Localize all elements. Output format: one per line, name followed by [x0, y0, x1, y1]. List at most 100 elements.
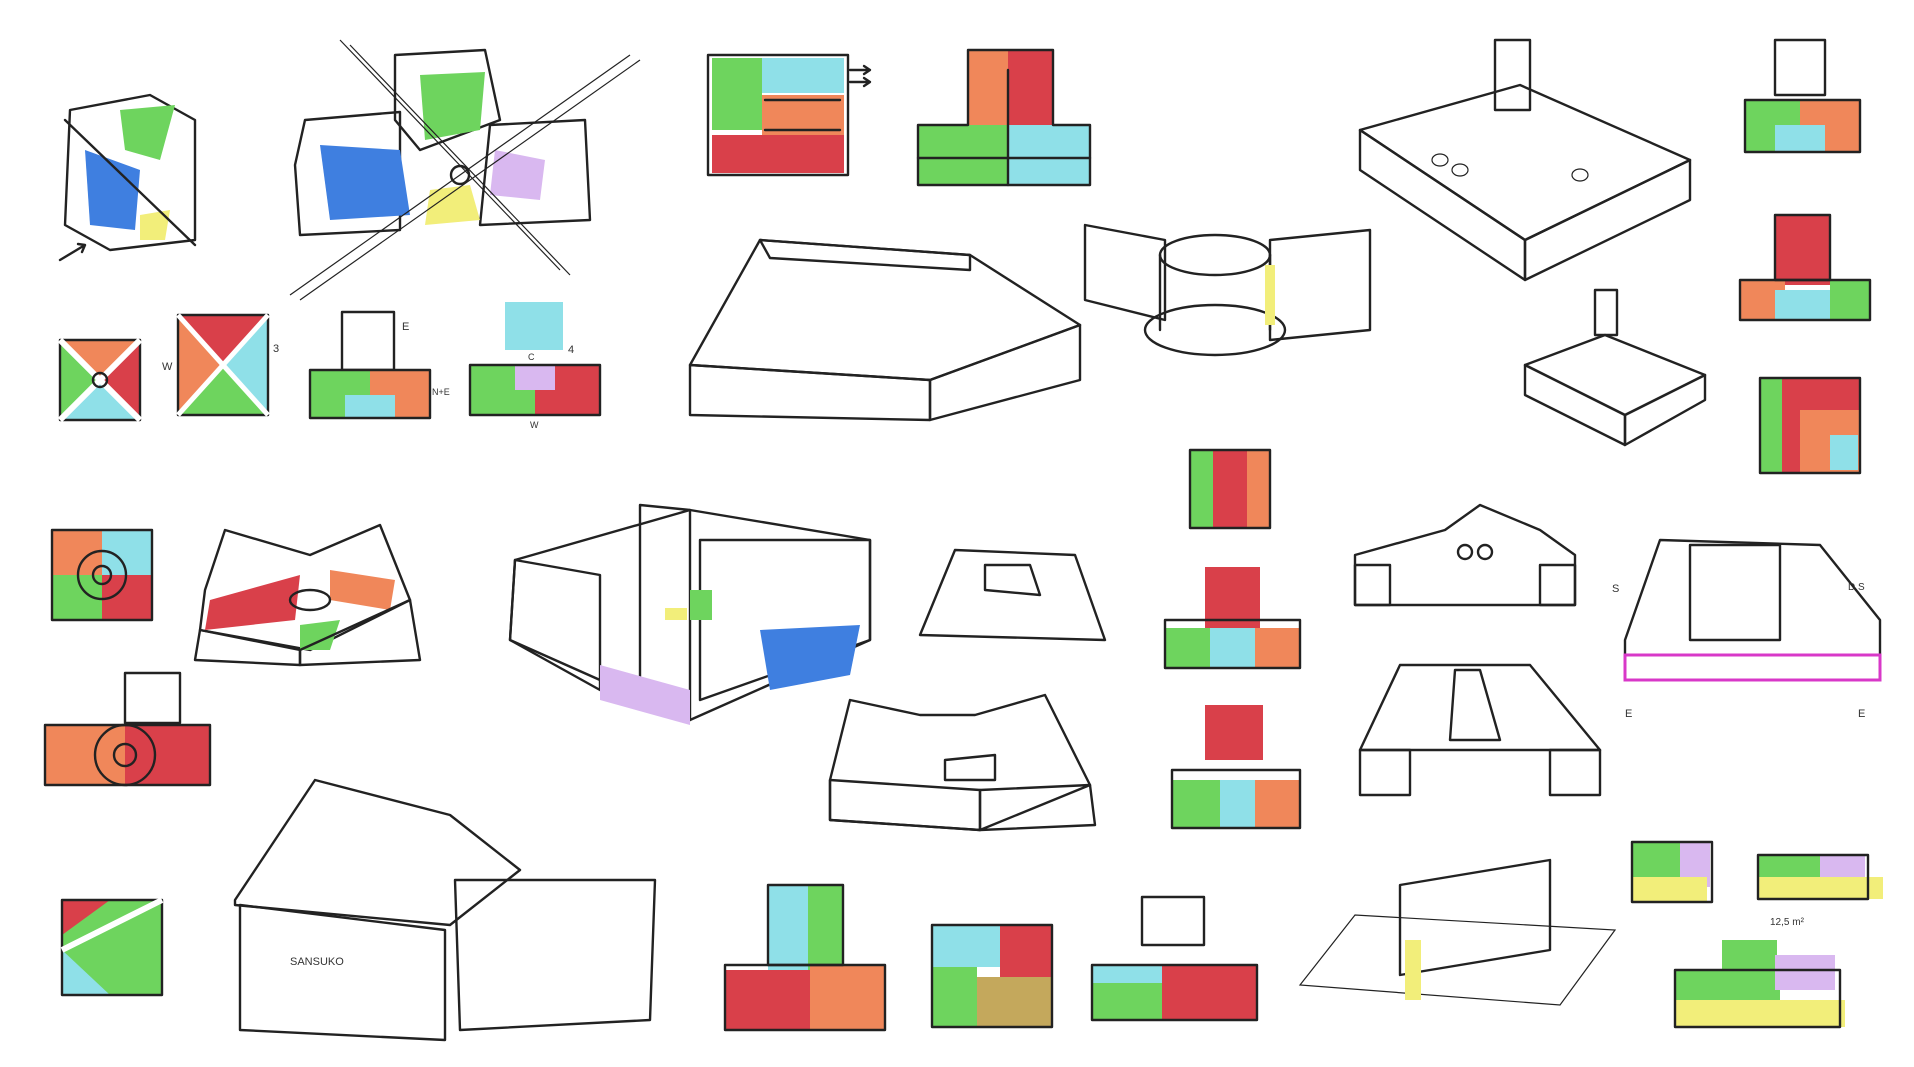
yellow-zone — [1632, 877, 1707, 902]
red-zone — [725, 970, 810, 1030]
stacked-plan-1 — [1743, 38, 1862, 154]
cyan-zone — [768, 885, 808, 970]
annotation-c: C — [528, 352, 535, 362]
cyan-zone — [1008, 125, 1090, 185]
red-zone — [340, 310, 396, 372]
yellow-zone — [1675, 1000, 1845, 1027]
circular-pavilion-sketch — [1083, 223, 1372, 357]
annotation-n-e: N+E — [432, 387, 450, 397]
red-zone — [1773, 38, 1827, 97]
blue-zone — [320, 145, 410, 220]
orange-zone — [178, 315, 223, 415]
cyan-zone — [62, 950, 110, 995]
l-plan-1 — [723, 883, 887, 1032]
red-zone — [1000, 925, 1052, 977]
tower-courtyard-sketch — [1358, 38, 1692, 282]
orange-zone — [1255, 628, 1300, 668]
orange-zone — [810, 965, 885, 1030]
flat-plane-sketch — [918, 548, 1107, 642]
arrow-icon — [848, 76, 872, 88]
bench-section-1 — [1630, 840, 1714, 904]
folded-roof-pavilion-sketch — [828, 693, 1097, 832]
orange-zone — [60, 340, 140, 380]
yellow-zone — [1405, 940, 1421, 1000]
bench-pergola-sketch — [1298, 858, 1617, 1006]
annotation-w: W — [162, 361, 173, 373]
stacked-plan-3 — [1758, 376, 1862, 475]
cyan-zone — [1210, 628, 1255, 668]
cyan-zone — [762, 58, 844, 93]
cyan-zone — [1830, 435, 1858, 470]
t-zoning-plan — [916, 48, 1092, 187]
bench-section-2 — [1756, 853, 1883, 901]
green-zone — [120, 105, 175, 160]
yellow-zone — [1265, 265, 1275, 325]
magenta-band — [1623, 653, 1882, 682]
green-zone — [918, 125, 1008, 185]
violet-zone — [515, 365, 555, 390]
cyan-zone — [1775, 290, 1830, 320]
cyan-zone — [1775, 125, 1825, 152]
red-zone — [205, 575, 300, 630]
yellow-zone — [1758, 877, 1883, 899]
orange-zone — [762, 95, 844, 135]
green-zone — [1760, 378, 1782, 473]
t-diagram-e: E N+E — [308, 310, 450, 420]
zoning-plan-corridor — [706, 53, 872, 177]
diagonal-split-square — [60, 897, 164, 997]
red-zone — [1205, 567, 1260, 635]
orange-zone — [330, 570, 395, 610]
front-elevation-sketch — [1353, 503, 1577, 607]
blue-zone — [85, 150, 140, 230]
courtyard-box-sketch — [688, 238, 1082, 422]
stacked-plan-2 — [1738, 213, 1872, 322]
red-zone — [1162, 965, 1257, 1020]
violet-zone — [1820, 855, 1865, 877]
cyan-zone — [505, 302, 563, 350]
violet-zone — [1775, 955, 1835, 990]
cyan-zone — [345, 395, 395, 418]
annotation-entry-right: E — [1858, 708, 1865, 720]
yellow-zone — [665, 608, 687, 620]
green-zone — [178, 365, 268, 415]
orange-zone — [1247, 450, 1270, 528]
red-zone — [712, 135, 844, 173]
green-zone — [712, 58, 762, 130]
cyan-zone — [1220, 780, 1255, 828]
red-zone — [62, 900, 110, 935]
x-diagram-with-label-3: W 3 — [162, 313, 279, 417]
orange-zone — [1140, 895, 1206, 947]
red-zone — [1775, 215, 1830, 285]
trapezoid-plan-2 — [1163, 567, 1302, 670]
tee-circle-plan — [43, 671, 212, 787]
annotation-circled-3: 3 — [273, 343, 279, 355]
olive-zone — [977, 977, 1052, 1027]
bench-section-3: 12,5 m² — [1673, 917, 1845, 1029]
trapezoid-plan-3 — [1170, 705, 1302, 830]
cyan-zone — [1092, 965, 1162, 983]
green-zone — [808, 885, 843, 970]
green-zone — [1165, 628, 1210, 668]
walled-garden-sketch — [508, 503, 872, 725]
green-zone — [1675, 970, 1780, 1000]
orange-zone — [1255, 780, 1300, 828]
trapezoid-plan-1 — [1188, 448, 1272, 530]
green-zone — [420, 72, 485, 140]
yellow-zone — [140, 210, 170, 240]
blue-zone — [760, 625, 860, 690]
violet-zone — [490, 150, 545, 200]
composite-cube-sketch — [58, 93, 197, 262]
annotation-s: S — [1612, 583, 1619, 595]
cyan-zone — [932, 925, 1000, 967]
green-zone — [1758, 855, 1838, 877]
quad-plan-olive — [930, 923, 1054, 1029]
shop-massing-sketch: SANSUKO — [233, 778, 657, 1042]
green-zone — [60, 340, 100, 420]
t-diagram-with-label-4: C 4 W — [468, 302, 602, 430]
red-zone — [125, 725, 210, 785]
green-zone — [1830, 280, 1870, 320]
tower-courtyard-small-sketch — [1523, 288, 1707, 447]
green-zone — [1172, 780, 1220, 828]
area-note: 12,5 m² — [1770, 917, 1805, 928]
